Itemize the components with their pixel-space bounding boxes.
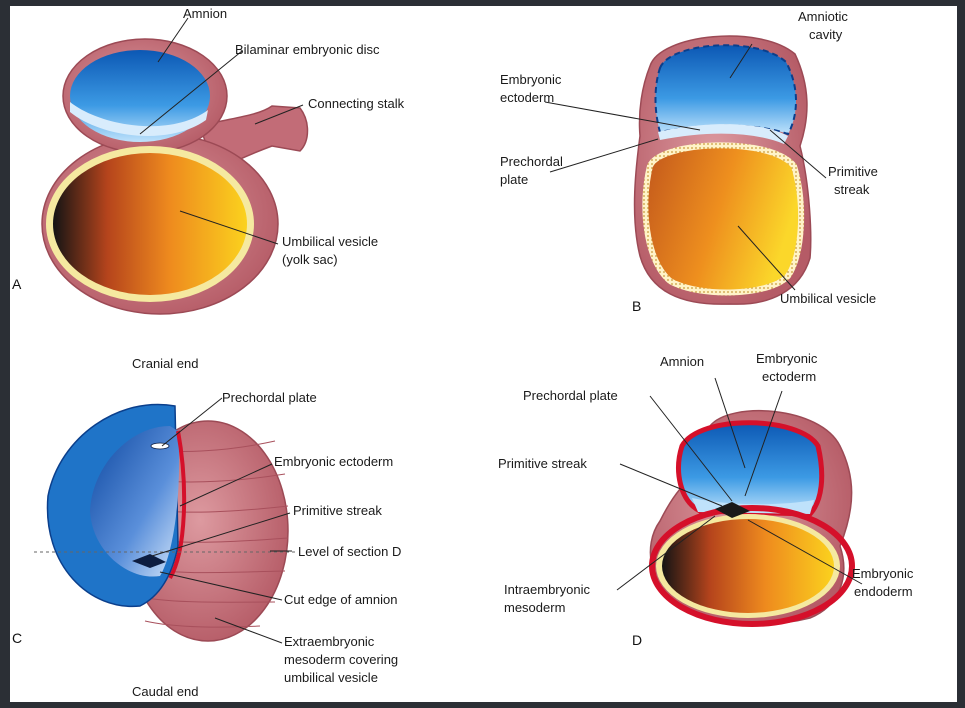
panel-c-label-prechordal-plate: Prechordal plate [222,390,317,406]
panel-b-label-plate: plate [500,172,528,188]
panel-d-label-prechordal-plate: Prechordal plate [523,388,618,404]
panel-c-label-level-of-section: Level of section D [298,544,401,560]
panel-d-label-primitive-streak: Primitive streak [498,456,587,472]
panel-c-letter: C [12,630,22,646]
panel-b-letter: B [632,298,641,314]
panel-a-label-bilaminar-disc: Bilaminar embryonic disc [235,42,380,58]
panel-b-label-primitive: Primitive [828,164,878,180]
panel-d-label-ectoderm: ectoderm [762,369,816,385]
panel-d-label-intraembryonic: Intraembryonic [504,582,590,598]
panel-a-label-umbilical-vesicle: Umbilical vesicle [282,234,378,250]
panel-a-label-amnion: Amnion [183,6,227,22]
panel-c-prechordal-plate [151,443,169,449]
panel-c-label-mesoderm-covering: mesoderm covering [284,652,398,668]
panel-b-label-prechordal: Prechordal [500,154,563,170]
panel-a-letter: A [12,276,21,292]
panel-c-label-embryonic-ectoderm: Embryonic ectoderm [274,454,393,470]
panel-b-label-embryonic: Embryonic [500,72,561,88]
panel-d-label-amnion: Amnion [660,354,704,370]
panel-a-drawing [42,39,308,314]
panel-b-amniotic-cavity [656,45,797,134]
panel-d-label-embryonic-endo: Embryonic [852,566,913,582]
panel-d-label-endoderm: endoderm [854,584,913,600]
panel-c-label-umbilical-vesicle: umbilical vesicle [284,670,378,686]
panel-b-label-streak: streak [834,182,869,198]
panel-b-label-amniotic: Amniotic [798,9,848,25]
panel-d-umbilical-vesicle [662,519,834,613]
panel-c-label-caudal-end: Caudal end [132,684,199,700]
panel-b-label-umbilical-vesicle: Umbilical vesicle [780,291,876,307]
panel-b-label-ectoderm: ectoderm [500,90,554,106]
panel-d-drawing [650,411,852,624]
panel-c-label-cranial-end: Cranial end [132,356,199,372]
panel-d-label-mesoderm: mesoderm [504,600,565,616]
panel-d-label-embryonic: Embryonic [756,351,817,367]
diagram-frame: Amnion Bilaminar embryonic disc Connecti… [10,6,957,702]
panel-b-drawing [635,36,811,304]
panel-c-label-cut-edge: Cut edge of amnion [284,592,397,608]
panel-b-label-cavity: cavity [809,27,842,43]
panel-c-label-extraembryonic: Extraembryonic [284,634,374,650]
panel-a-label-yolk-sac: (yolk sac) [282,252,338,268]
panel-d-letter: D [632,632,642,648]
panel-c-label-primitive-streak: Primitive streak [293,503,382,519]
panel-a-label-connecting-stalk: Connecting stalk [308,96,404,112]
